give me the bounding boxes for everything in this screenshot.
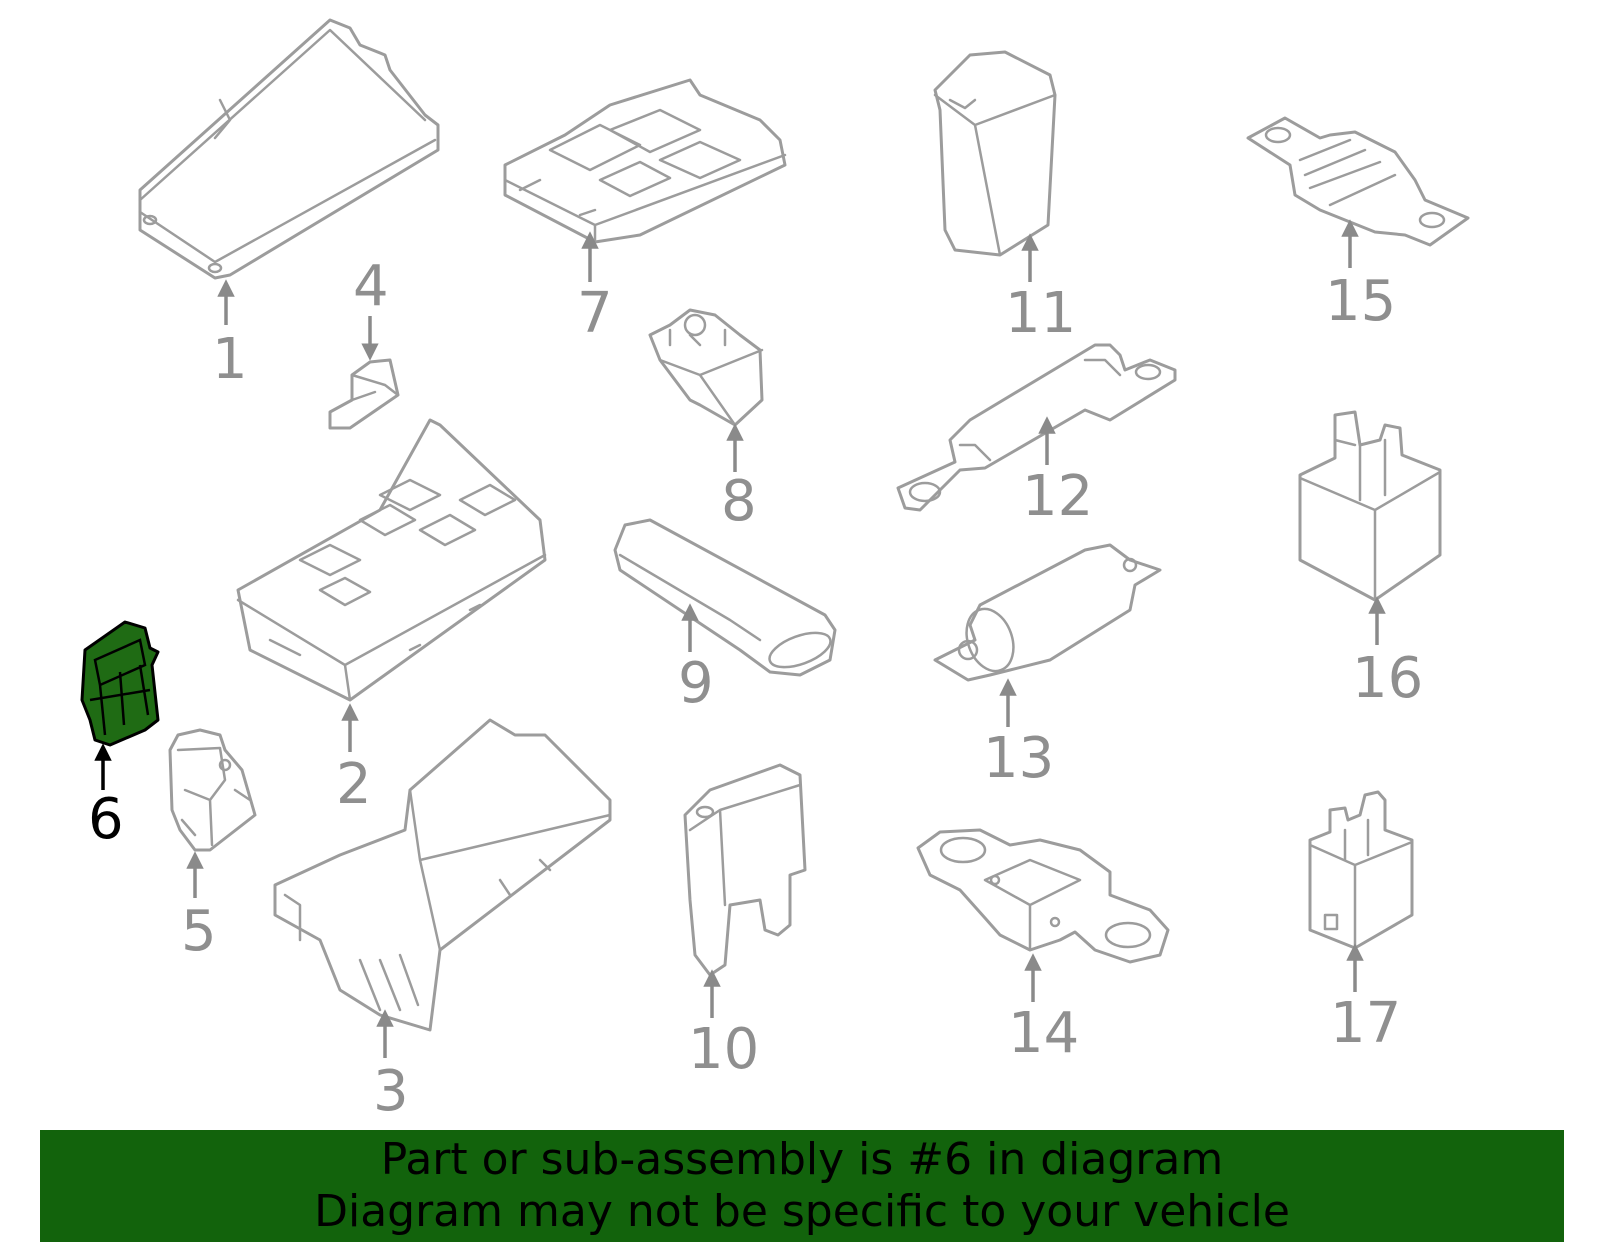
callout-1: 1 bbox=[212, 327, 248, 392]
part-16-relay-large[interactable] bbox=[1298, 410, 1442, 602]
banner-line-2: Diagram may not be specific to your vehi… bbox=[314, 1186, 1290, 1237]
part-3-lower-housing[interactable] bbox=[273, 718, 612, 1032]
part-14-bolt-fuse[interactable] bbox=[916, 828, 1170, 964]
callout-6: 6 bbox=[88, 787, 124, 852]
callout-12: 12 bbox=[1022, 464, 1093, 529]
callout-4: 4 bbox=[353, 254, 389, 319]
part-8-sensor[interactable] bbox=[648, 308, 764, 427]
part-15-flat-fuse[interactable] bbox=[1246, 116, 1470, 247]
callout-9: 9 bbox=[678, 651, 714, 716]
callout-8: 8 bbox=[721, 469, 757, 534]
part-5-bracket[interactable] bbox=[168, 728, 257, 852]
part-13-cylinder-fuse[interactable] bbox=[933, 543, 1162, 682]
part-17-relay-small[interactable] bbox=[1308, 790, 1414, 950]
part-1-fuse-box-cover[interactable] bbox=[138, 18, 440, 280]
callout-10: 10 bbox=[688, 1017, 759, 1082]
part-12-fuse-link[interactable] bbox=[896, 343, 1177, 512]
callout-11: 11 bbox=[1005, 281, 1076, 346]
callout-14: 14 bbox=[1008, 1001, 1079, 1066]
callout-15: 15 bbox=[1325, 269, 1396, 334]
part-11-cartridge-fuse[interactable] bbox=[933, 50, 1057, 257]
banner-line-1: Part or sub-assembly is #6 in diagram bbox=[380, 1134, 1224, 1185]
part-4-clip[interactable] bbox=[328, 358, 400, 430]
part-10-blade-fuse[interactable] bbox=[683, 763, 807, 977]
callout-16: 16 bbox=[1352, 646, 1423, 711]
part-6-relay-bracket-highlighted[interactable] bbox=[80, 620, 160, 747]
part-7-control-module[interactable] bbox=[503, 78, 787, 244]
part-2-fuse-box-body[interactable] bbox=[236, 418, 547, 702]
callout-17: 17 bbox=[1330, 991, 1401, 1056]
callout-13: 13 bbox=[983, 726, 1054, 791]
info-banner: Part or sub-assembly is #6 in diagram Di… bbox=[40, 1130, 1564, 1242]
callout-3: 3 bbox=[373, 1059, 409, 1124]
callout-7: 7 bbox=[577, 281, 613, 346]
callout-2: 2 bbox=[336, 752, 372, 817]
part-9-boot-cover[interactable] bbox=[613, 518, 837, 677]
callout-5: 5 bbox=[181, 899, 217, 964]
